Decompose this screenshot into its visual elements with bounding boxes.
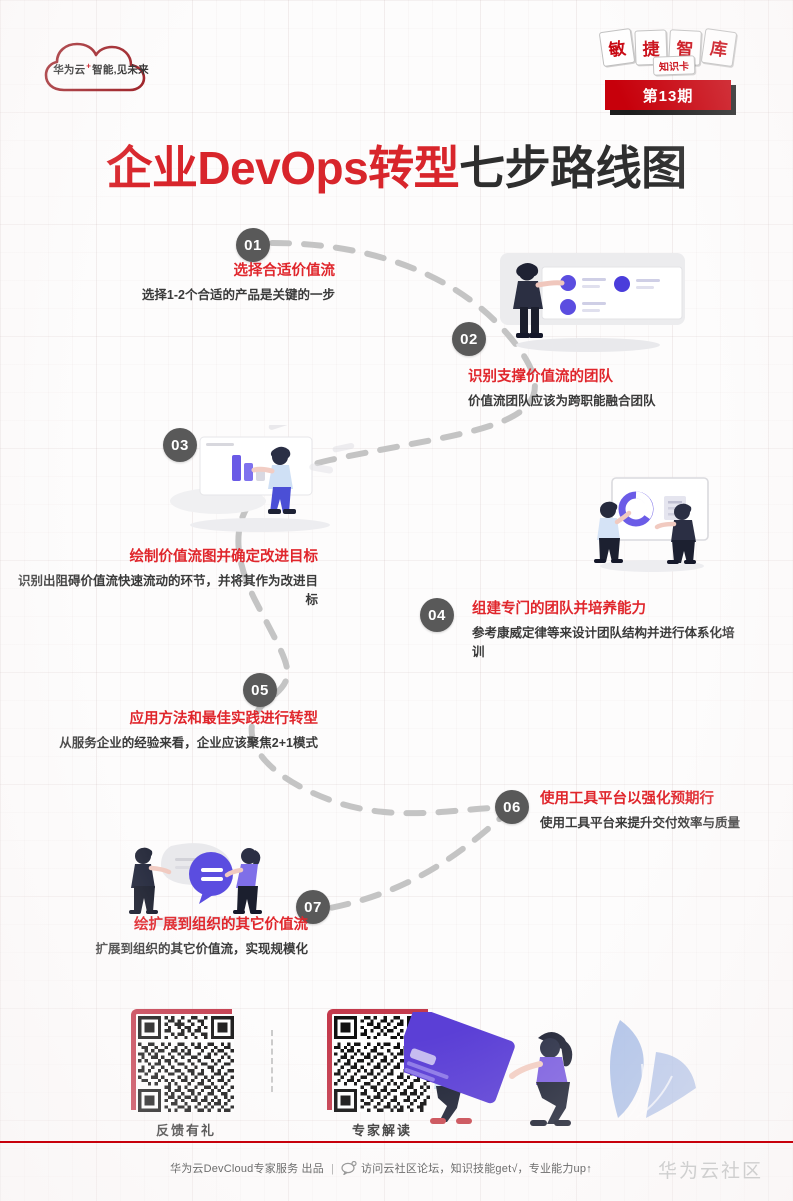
footer-promo: 访问云社区论坛，知识技能get√，专业能力up↑ [361, 1163, 592, 1175]
step-text-02: 识别支撑价值流的团队 价值流团队应该为跨职能融合团队 [468, 368, 768, 411]
step-text-04: 组建专门的团队并培养能力 参考康威定律等来设计团队结构并进行体系化培训 [472, 600, 742, 663]
illus-node-3 [560, 299, 576, 315]
chat-bubble-icon [341, 1161, 357, 1175]
step-desc-03: 识别出阻碍价值流快速流动的环节，并将其作为改进目标 [18, 573, 319, 608]
step-text-06: 使用工具平台以强化预期行 使用工具平台来提升交付效率与质量 [540, 790, 790, 833]
illus-person-carrying-card [509, 1032, 573, 1126]
step-node-04: 04 [420, 598, 454, 632]
step-title-04: 组建专门的团队并培养能力 [472, 601, 646, 617]
step-desc-07: 扩展到组织的其它价值流，实现规模化 [95, 941, 308, 956]
step-text-07: 绘扩展到组织的其它价值流 扩展到组织的其它价值流，实现规模化 [18, 916, 308, 959]
community-watermark: 华为云社区 [657, 1161, 763, 1182]
series-card-1: 敏 [598, 27, 636, 68]
huawei-cloud-logo: 华为云+智能,见未来 [26, 38, 176, 100]
logo-tagline: 智能,见未来 [92, 63, 149, 76]
illus-purple-card [404, 1012, 515, 1104]
illus-chat-bubble [189, 852, 233, 904]
step-text-03: 绘制价值流图并确定改进目标 识别出阻碍价值流快速流动的环节，并将其作为改进目标 [18, 548, 318, 611]
qr-block-feedback[interactable]: 反馈有礼 [131, 1009, 234, 1138]
step-desc-05: 从服务企业的经验来看，企业应该聚焦2+1模式 [59, 735, 318, 750]
illus-node-2 [614, 276, 630, 292]
qr-label-feedback: 反馈有礼 [155, 1123, 216, 1138]
title-red-part: 企业DevOps转型 [106, 142, 460, 194]
illus-shadow [516, 338, 660, 352]
step-title-02: 识别支撑价值流的团队 [468, 369, 613, 385]
illustration-person-at-board [500, 253, 685, 352]
issue-number-badge: 第13期 [605, 80, 731, 110]
illustration-footer-people [404, 1012, 696, 1126]
illus-bar-2 [244, 463, 253, 481]
knowledge-card-label: 知识卡 [652, 55, 696, 76]
logo-text-block: 华为云+智能,见未来 [53, 61, 149, 77]
step-title-05: 应用方法和最佳实践进行转型 [129, 711, 319, 727]
logo-plus-sign: + [86, 61, 92, 71]
illus-blue-leaves [610, 1020, 696, 1119]
illus-person-right [224, 848, 262, 914]
step-title-01: 选择合适价值流 [233, 263, 336, 279]
step-text-05: 应用方法和最佳实践进行转型 从服务企业的经验来看，企业应该聚焦2+1模式 [18, 710, 318, 753]
step-node-06: 06 [495, 790, 529, 824]
step-node-01: 01 [236, 228, 270, 262]
series-badge-block: 敏 捷 智 库 知识卡 第13期 [595, 27, 755, 125]
title-dark-part: 七步路线图 [459, 142, 687, 194]
step-title-07: 绘扩展到组织的其它价值流 [134, 917, 308, 933]
series-card-4: 库 [700, 27, 738, 68]
footer-separator: | [330, 1163, 335, 1175]
logo-brand-name: 华为云 [53, 63, 86, 76]
step-node-03: 03 [163, 428, 197, 462]
footer-producer: 华为云DevCloud专家服务 出品 [170, 1163, 324, 1175]
footer-divider-rule [0, 1141, 793, 1143]
step-title-06: 使用工具平台以强化预期行 [540, 791, 714, 807]
step-desc-06: 使用工具平台来提升交付效率与质量 [540, 815, 741, 830]
qr-divider [271, 1030, 273, 1092]
step-desc-01: 选择1-2个合适的产品是关键的一步 [141, 287, 335, 302]
step-desc-04: 参考康威定律等来设计团队结构并进行体系化培训 [472, 625, 735, 660]
illus-bar-1 [232, 455, 241, 481]
page-title: 企业DevOps转型七步路线图 [0, 132, 793, 198]
illus-shadow [190, 518, 330, 532]
step-node-05: 05 [243, 673, 277, 707]
qr-code-feedback[interactable] [138, 1016, 234, 1112]
step-desc-02: 价值流团队应该为跨职能融合团队 [468, 393, 656, 408]
step-title-03: 绘制价值流图并确定改进目标 [129, 549, 319, 565]
footer-text: 华为云DevCloud专家服务 出品 | 访问云社区论坛，知识技能get√，专业能力… [170, 1160, 592, 1176]
illustration-two-people-donut [594, 477, 709, 572]
step-text-01: 选择合适价值流 选择1-2个合适的产品是关键的一步 [20, 262, 335, 305]
step-node-02: 02 [452, 322, 486, 356]
